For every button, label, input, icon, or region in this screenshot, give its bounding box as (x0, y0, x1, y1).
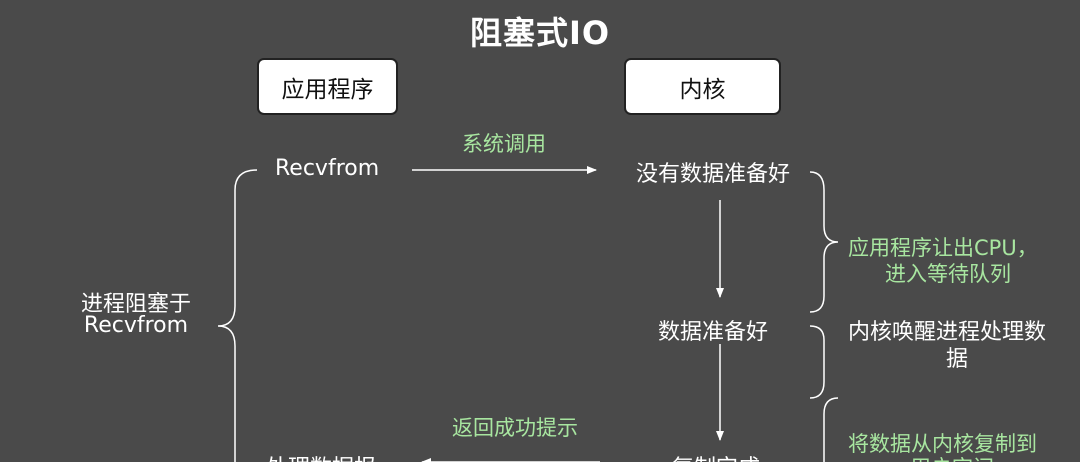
kernel-box: 内核 (624, 58, 781, 115)
yield-note-line1: 应用程序让出CPU， (848, 236, 1038, 260)
blocked-label-line2: Recvfrom (83, 313, 189, 338)
wake-note-line1: 内核唤醒进程处理数 (848, 320, 1047, 345)
wait-brace (809, 171, 839, 313)
left-blocked-brace (217, 169, 258, 462)
copy-brace (823, 397, 839, 462)
app-box: 应用程序 (257, 58, 398, 115)
copy-note-line2: 用户空间 (910, 452, 994, 462)
app-box-label: 应用程序 (281, 76, 374, 103)
wake-brace (809, 325, 825, 399)
diagram-title: 阻塞式IO (469, 14, 611, 52)
ready-state: 数据准备好 (658, 320, 769, 345)
wake-note-line2: 据 (946, 347, 969, 372)
return-success-label: 返回成功提示 (452, 416, 578, 440)
blocked-label-line1: 进程阻塞于 (80, 292, 191, 317)
recvfrom-label: Recvfrom (275, 156, 380, 181)
not-ready-state: 没有数据准备好 (636, 162, 791, 187)
process-data-label: 处理数据报 (266, 450, 376, 462)
kernel-box-label: 内核 (679, 76, 726, 103)
copy-note-line1: 将数据从内核复制到 (848, 432, 1037, 456)
syscall-label: 系统调用 (462, 132, 546, 156)
copy-done-state: 复制完成 (672, 450, 760, 462)
yield-note-line2: 进入等待队列 (885, 262, 1011, 286)
